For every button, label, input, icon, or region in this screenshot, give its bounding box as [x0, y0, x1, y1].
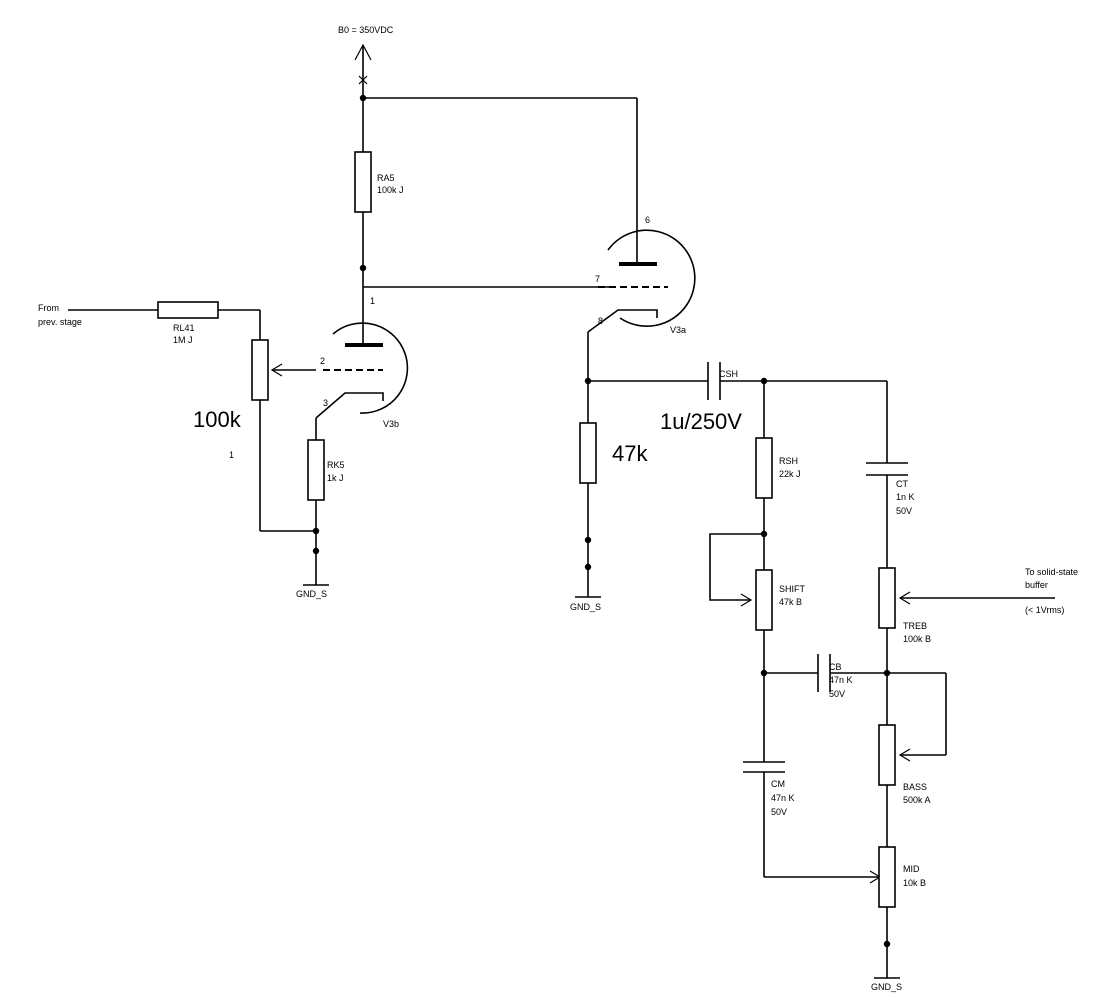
v3a-grid-pin: 7: [595, 274, 600, 284]
rk5-name: RK5: [327, 460, 345, 470]
rk5-value: 1k J: [327, 473, 344, 483]
input-label-line1: From: [38, 303, 59, 313]
resistor-rsh: [755, 437, 773, 499]
ra5-name: RA5: [377, 173, 395, 183]
output-label-line3: (< 1Vrms): [1025, 605, 1064, 615]
pot-bass: [878, 724, 896, 786]
supply-arrow: [354, 43, 372, 98]
capacitor-csh: [707, 362, 721, 400]
shift-value: 47k B: [779, 597, 802, 607]
ct-name: CT: [896, 479, 908, 489]
resistor-rk5: [307, 439, 325, 501]
supply-label: B0 = 350VDC: [338, 25, 394, 35]
resistor-cathode-47k: [579, 422, 597, 484]
capacitor-ct: [866, 462, 908, 476]
input-label-line2: prev. stage: [38, 317, 82, 327]
volume-pot: [251, 339, 316, 401]
v3a-wiring: [587, 98, 888, 597]
ground-label-v3b: GND_S: [296, 589, 327, 599]
cb-value: 47n K: [829, 675, 853, 685]
output-label-line1: To solid-state: [1025, 567, 1078, 577]
output-label-line2: buffer: [1025, 580, 1048, 590]
mid-value: 10k B: [903, 878, 926, 888]
rsh-value: 22k J: [779, 469, 801, 479]
ct-voltage: 50V: [896, 506, 912, 516]
v3a-name: V3a: [670, 325, 686, 335]
capacitor-cb: [817, 654, 831, 692]
v3b-plate-pin: 1: [370, 296, 375, 306]
bass-value: 500k A: [903, 795, 931, 805]
ground-label-v3a: GND_S: [570, 602, 601, 612]
cb-name: CB: [829, 662, 842, 672]
ground-label-tone: GND_S: [871, 982, 902, 992]
rl41-name: RL41: [173, 323, 195, 333]
resistor-rl41: [157, 301, 219, 319]
v3b-wiring: [68, 97, 637, 585]
v3b-grid-pin: 2: [320, 356, 325, 366]
treb-name: TREB: [903, 621, 927, 631]
annotation-pin: 1: [229, 450, 234, 460]
csh-name: CSH: [719, 369, 738, 379]
ra5-value: 100k J: [377, 185, 404, 195]
annotation-cap-value: 1u/250V: [660, 409, 742, 434]
tube-v3a: [587, 229, 696, 333]
annotation-pot-value: 100k: [193, 407, 242, 432]
capacitor-cm: [743, 761, 785, 773]
annotation-cathode-res: 47k: [612, 441, 648, 466]
v3a-plate-pin: 6: [645, 215, 650, 225]
pot-shift: [755, 569, 773, 631]
mid-name: MID: [903, 864, 920, 874]
treb-value: 100k B: [903, 634, 931, 644]
bass-name: BASS: [903, 782, 927, 792]
tube-v3b: [315, 322, 409, 419]
cb-voltage: 50V: [829, 689, 845, 699]
ct-value: 1n K: [896, 492, 915, 502]
cm-voltage: 50V: [771, 807, 787, 817]
cm-name: CM: [771, 779, 785, 789]
v3b-name: V3b: [383, 419, 399, 429]
rsh-name: RSH: [779, 456, 798, 466]
shift-name: SHIFT: [779, 584, 806, 594]
v3b-cathode-pin: 3: [323, 398, 328, 408]
resistor-ra5: [354, 151, 372, 213]
cm-value: 47n K: [771, 793, 795, 803]
rl41-value: 1M J: [173, 335, 193, 345]
v3a-cathode-pin: 8: [598, 316, 603, 326]
pot-treb: [878, 567, 896, 629]
junction-dots: [312, 94, 891, 948]
pot-mid: [878, 846, 896, 908]
